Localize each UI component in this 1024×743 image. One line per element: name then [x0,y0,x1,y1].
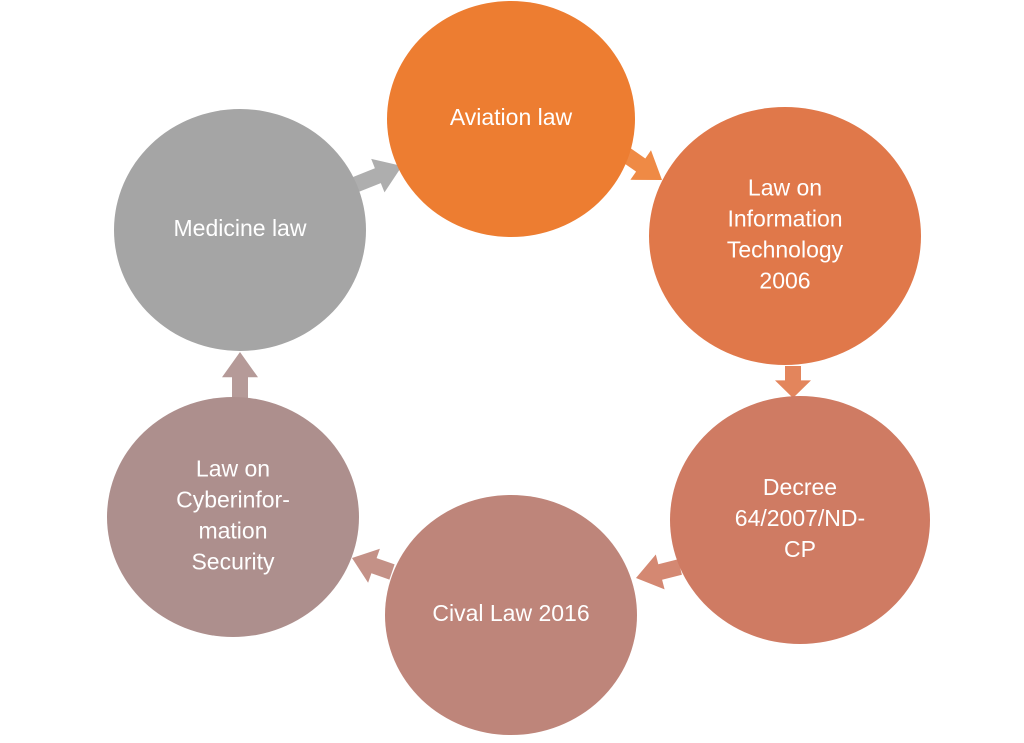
node-label-cyber-law-line-3: mation [198,518,267,544]
node-label-it-law-line-2: Information [727,206,842,232]
node-label-cyber-law-line-2: Cyberinfor- [176,487,290,513]
node-label-it-law-line-1: Law on [748,175,822,201]
node-label-it-law-line-3: Technology [727,237,844,263]
node-label-cyber-law-line-4: Security [191,549,275,575]
node-label-aviation-line-1: Aviation law [450,104,573,130]
node-label-decree-line-1: Decree [763,474,837,500]
node-decree: Decree 64/2007/ND- CP [670,396,930,644]
node-label-civil-law-line-1: Cival Law 2016 [432,600,589,626]
node-circle-decree [670,396,930,644]
node-label-decree-line-2: 64/2007/ND- [735,505,865,531]
arrows-layer [222,145,811,590]
node-aviation: Aviation law [387,1,635,237]
node-label-medicine-line-1: Medicine law [174,215,307,241]
node-medicine: Medicine law [114,109,366,351]
arrow-it-law-to-decree [775,366,811,398]
node-circle-civil-law [385,495,637,735]
node-circle-aviation [387,1,635,237]
arrow-medicine-to-aviation [349,158,402,194]
node-label-cyber-law-line-1: Law on [196,456,270,482]
node-label-decree-line-3: CP [784,536,816,562]
node-label-it-law-line-4: 2006 [759,268,810,294]
node-circle-medicine [114,109,366,351]
arrow-civil-law-to-cyber-law [352,548,395,583]
node-circle-cyber-law [107,397,359,637]
arrow-cyber-law-to-medicine [222,352,258,398]
arrow-decree-to-civil-law [636,554,682,590]
node-circle-it-law [649,107,921,365]
node-civil-law: Cival Law 2016 [385,495,637,735]
